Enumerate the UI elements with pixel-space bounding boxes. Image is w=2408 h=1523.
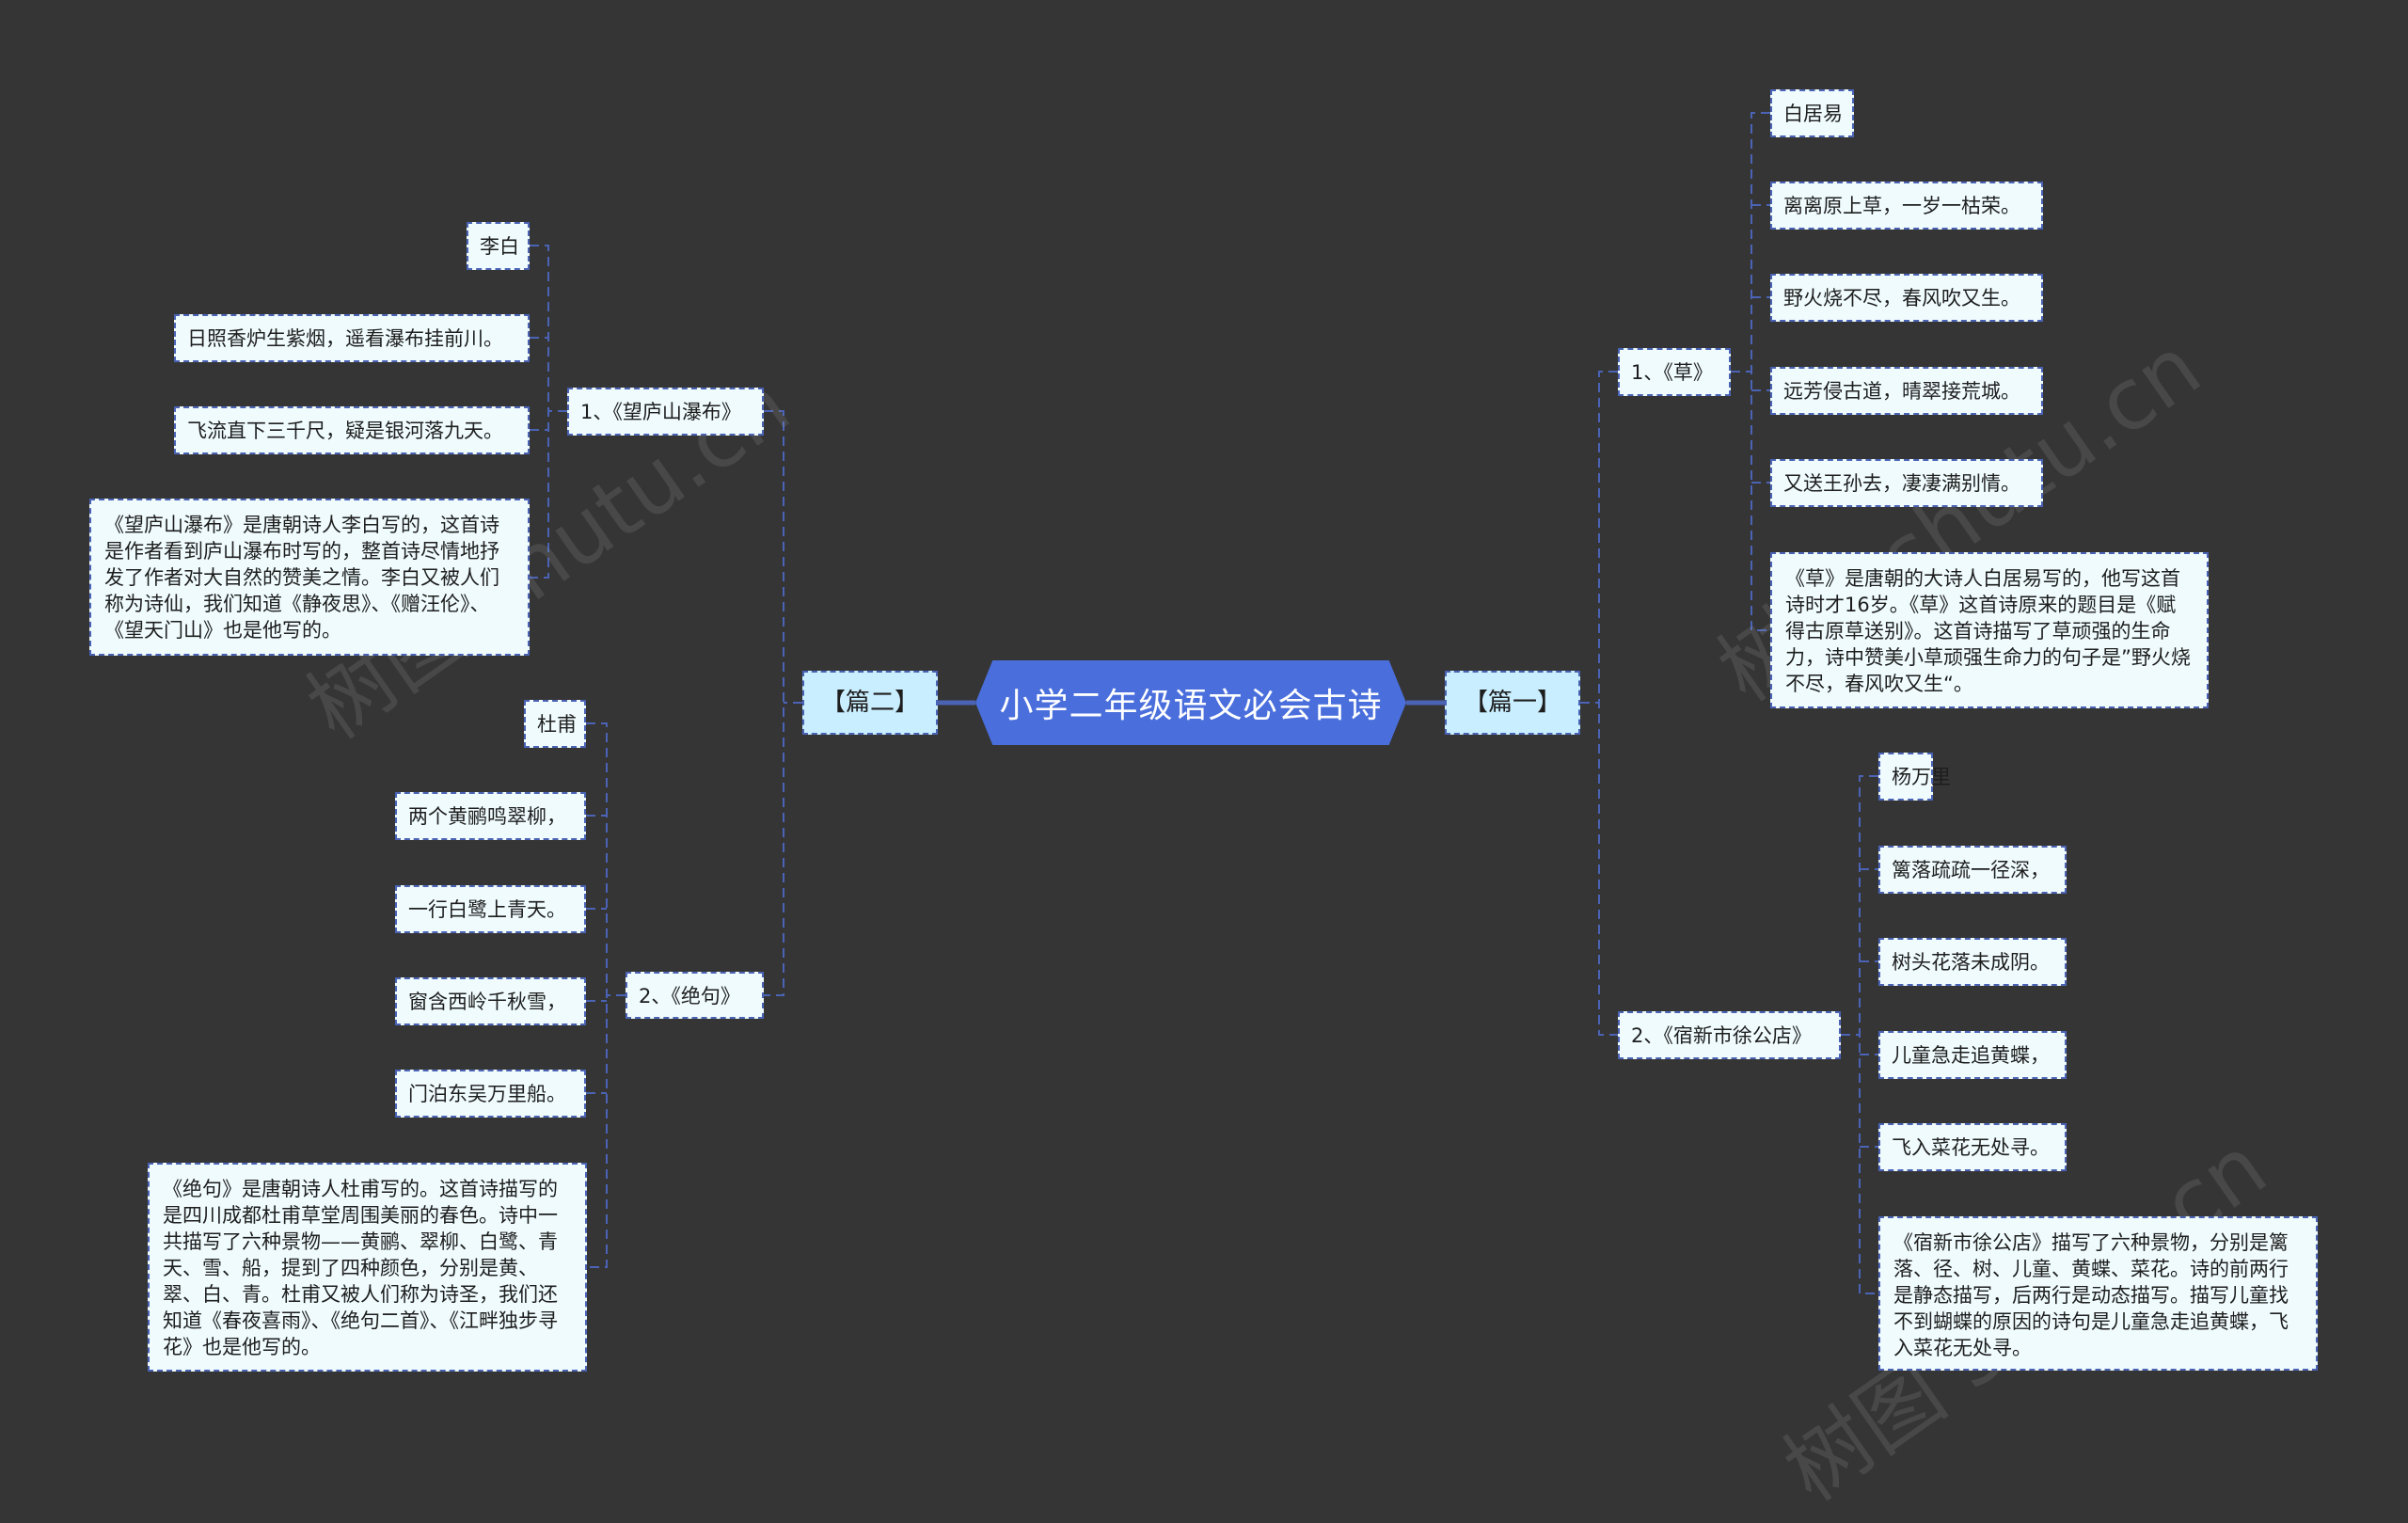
poem-title-label: 2、《宿新市徐公店》 — [1631, 1024, 1812, 1047]
connector — [530, 245, 549, 579]
node-text: 日照香炉生紫烟，遥看瀑布挂前川。 — [187, 327, 503, 350]
node-text: 飞流直下三千尺，疑是银河落九天。 — [187, 420, 503, 442]
central-topic-label: 小学二年级语文必会古诗 — [999, 687, 1383, 725]
poem-line[interactable]: 一行白鹭上青天。 — [395, 885, 586, 933]
poem-title-label: 1、《草》 — [1631, 361, 1713, 384]
poem-title-cao[interactable]: 1、《草》 — [1618, 348, 1731, 396]
connector — [586, 722, 608, 1268]
node-text: 李白 — [480, 235, 519, 258]
branch-pian-er[interactable]: 【篇二】 — [802, 671, 938, 735]
poem-line[interactable]: 飞流直下三千尺，疑是银河落九天。 — [174, 406, 530, 454]
node-text: 《绝句》是唐朝诗人杜甫写的。这首诗描写的是四川成都杜甫草堂周围美丽的春色。诗中一… — [163, 1178, 558, 1358]
node-text: 杜甫 — [537, 713, 577, 736]
poem-line[interactable]: 远芳侵古道，晴翠接荒城。 — [1770, 367, 2043, 415]
poem-author[interactable]: 李白 — [467, 222, 530, 270]
poem-title-label: 2、《绝句》 — [639, 985, 740, 1007]
poem-title-label: 1、《望庐山瀑布》 — [580, 401, 741, 423]
poem-description[interactable]: 《草》是唐朝的大诗人白居易写的，他写这首诗时才16岁。《草》这首诗原来的题目是《… — [1770, 552, 2209, 708]
node-text: 又送王孙去，凄凄满别情。 — [1783, 472, 2020, 495]
poem-description[interactable]: 《望庐山瀑布》是唐朝诗人李白写的，这首诗是作者看到庐山瀑布时写的，整首诗尽情地抒… — [89, 499, 530, 656]
node-text: 树头花落未成阴。 — [1892, 951, 2050, 974]
poem-line[interactable]: 离离原上草，一岁一枯荣。 — [1770, 182, 2043, 230]
node-text: 远芳侵古道，晴翠接荒城。 — [1783, 380, 2020, 403]
connector — [1751, 112, 1770, 631]
poem-line[interactable]: 又送王孙去，凄凄满别情。 — [1770, 459, 2043, 507]
poem-line[interactable]: 飞入菜花无处寻。 — [1878, 1123, 2067, 1171]
poem-line[interactable]: 门泊东吴万里船。 — [395, 1070, 586, 1118]
poem-line[interactable]: 野火烧不尽，春风吹又生。 — [1770, 274, 2043, 322]
poem-line[interactable]: 窗含西岭千秋雪， — [395, 977, 586, 1025]
poem-title-suxinshi[interactable]: 2、《宿新市徐公店》 — [1618, 1011, 1841, 1059]
node-text: 儿童急走追黄蝶， — [1892, 1044, 2050, 1067]
node-text: 杨万里 — [1892, 766, 1951, 788]
node-text: 《草》是唐朝的大诗人白居易写的，他写这首诗时才16岁。《草》这首诗原来的题目是《… — [1785, 567, 2191, 695]
connector — [1859, 775, 1878, 1294]
node-text: 白居易 — [1783, 103, 1843, 125]
node-text: 两个黄鹂鸣翠柳， — [408, 805, 566, 828]
connector-lines — [530, 112, 1878, 1294]
node-text: 一行白鹭上青天。 — [408, 898, 566, 921]
poem-line[interactable]: 树头花落未成阴。 — [1878, 938, 2067, 986]
poem-title-jueju[interactable]: 2、《绝句》 — [626, 972, 764, 1019]
poem-author[interactable]: 白居易 — [1770, 89, 1854, 137]
node-text: 《宿新市徐公店》描写了六种景物，分别是篱落、径、树、儿童、黄蝶、菜花。诗的前两行… — [1893, 1231, 2289, 1359]
connector — [1598, 371, 1618, 1036]
poem-author[interactable]: 杨万里 — [1878, 753, 1951, 801]
branch-label: 【篇二】 — [820, 689, 919, 717]
node-text: 飞入菜花无处寻。 — [1892, 1136, 2050, 1159]
poem-title-wanglushan[interactable]: 1、《望庐山瀑布》 — [567, 388, 764, 436]
poem-description[interactable]: 《绝句》是唐朝诗人杜甫写的。这首诗描写的是四川成都杜甫草堂周围美丽的春色。诗中一… — [148, 1163, 587, 1372]
poem-author[interactable]: 杜甫 — [524, 700, 586, 748]
poem-line[interactable]: 儿童急走追黄蝶， — [1878, 1031, 2067, 1079]
branch-label: 【篇一】 — [1463, 689, 1561, 717]
connector — [764, 410, 784, 996]
branch-pian-yi[interactable]: 【篇一】 — [1445, 671, 1580, 735]
poem-line[interactable]: 日照香炉生紫烟，遥看瀑布挂前川。 — [174, 314, 530, 362]
node-text: 离离原上草，一岁一枯荣。 — [1783, 195, 2020, 217]
node-text: 门泊东吴万里船。 — [408, 1083, 566, 1105]
poem-line[interactable]: 两个黄鹂鸣翠柳， — [395, 792, 586, 840]
node-text: 《望庐山瀑布》是唐朝诗人李白写的，这首诗是作者看到庐山瀑布时写的，整首诗尽情地抒… — [104, 514, 499, 642]
central-topic[interactable]: 小学二年级语文必会古诗 — [975, 660, 1406, 745]
node-text: 野火烧不尽，春风吹又生。 — [1783, 287, 2020, 309]
poem-description[interactable]: 《宿新市徐公店》描写了六种景物，分别是篱落、径、树、儿童、黄蝶、菜花。诗的前两行… — [1878, 1216, 2318, 1371]
poem-line[interactable]: 篱落疏疏一径深， — [1878, 846, 2067, 894]
node-text: 窗含西岭千秋雪， — [408, 991, 566, 1013]
node-text: 篱落疏疏一径深， — [1892, 859, 2050, 881]
